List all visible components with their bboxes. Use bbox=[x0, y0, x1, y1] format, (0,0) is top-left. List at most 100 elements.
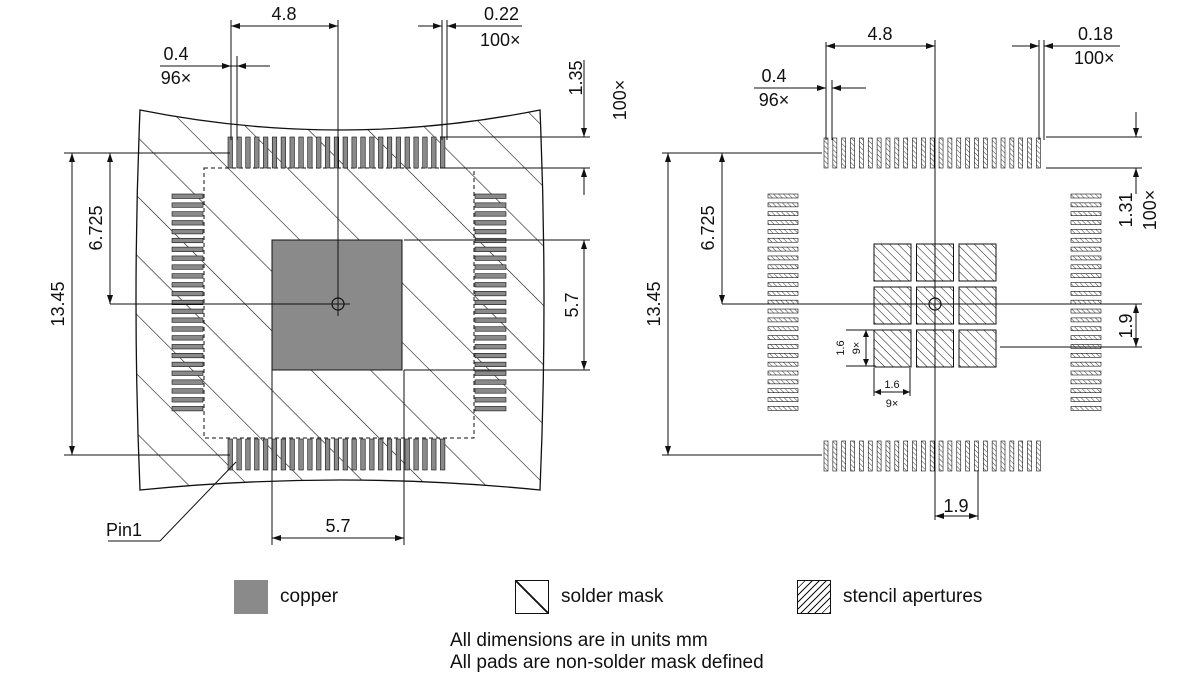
pad bbox=[333, 438, 340, 471]
pad bbox=[289, 136, 295, 169]
stencil-pad bbox=[912, 440, 917, 472]
pad bbox=[474, 397, 507, 403]
pad bbox=[474, 220, 507, 226]
pad bbox=[474, 352, 507, 359]
stencil-pad bbox=[1009, 440, 1015, 472]
dim-pitch: 0.4 bbox=[761, 66, 786, 86]
stencil-pad bbox=[1070, 264, 1102, 270]
stencil-pad bbox=[894, 137, 900, 169]
stencil-pad bbox=[1070, 229, 1102, 234]
stencil-pad bbox=[982, 440, 988, 472]
stencil-pad bbox=[876, 137, 882, 169]
left-view: 4.8 0.22 100× 0.4 96× 1.35 100× 6.725 13… bbox=[48, 4, 630, 545]
dim-pitch: 0.4 bbox=[163, 44, 188, 64]
stencil-pad bbox=[965, 137, 970, 169]
stencil-pad bbox=[1000, 137, 1006, 169]
pad bbox=[360, 136, 366, 169]
stencil-column-left bbox=[767, 193, 799, 411]
solder-mask-swatch bbox=[515, 580, 549, 614]
pad bbox=[271, 136, 278, 169]
stencil-pad bbox=[767, 237, 799, 243]
stencil-pad bbox=[1070, 352, 1102, 358]
pad bbox=[245, 438, 251, 471]
dim-pad-length-count: 100× bbox=[1140, 190, 1160, 231]
pad bbox=[316, 438, 322, 471]
dim-pitch-count: 96× bbox=[161, 68, 192, 88]
legend-stencil-label: stencil apertures bbox=[843, 586, 983, 607]
stencil-aperture bbox=[958, 329, 997, 368]
pad bbox=[422, 438, 428, 471]
stencil-pad bbox=[947, 137, 953, 169]
stencil-pad bbox=[832, 440, 838, 472]
pad bbox=[351, 136, 357, 169]
stencil-pad bbox=[767, 264, 799, 270]
legend-stencil: stencil apertures bbox=[797, 580, 982, 614]
notes: All dimensions are in units mm All pads … bbox=[450, 630, 764, 674]
dim-half-span: 6.725 bbox=[698, 205, 718, 250]
dim-pad-width-count: 100× bbox=[480, 30, 521, 50]
pad bbox=[474, 193, 507, 199]
stencil-pad bbox=[1070, 211, 1102, 216]
pad bbox=[351, 438, 357, 471]
stencil-pad bbox=[767, 361, 799, 367]
pad bbox=[171, 299, 204, 306]
pad bbox=[474, 406, 507, 412]
stencil-pad bbox=[767, 202, 799, 208]
stencil-pad bbox=[974, 137, 979, 169]
thermal-pad-copper bbox=[271, 239, 403, 371]
pad bbox=[413, 438, 419, 471]
stencil-pad bbox=[1070, 344, 1102, 349]
stencil-pad bbox=[767, 397, 799, 402]
stencil-pad bbox=[991, 137, 997, 169]
pad bbox=[440, 438, 446, 471]
pad bbox=[474, 370, 507, 376]
stencil-pad bbox=[1070, 406, 1102, 411]
stencil-pad bbox=[956, 137, 962, 169]
footprint-drawing: 4.8 0.22 100× 0.4 96× 1.35 100× 6.725 13… bbox=[48, 4, 1160, 545]
pad bbox=[171, 282, 204, 288]
pad bbox=[325, 438, 331, 471]
stencil-aperture bbox=[873, 243, 912, 282]
stencil-pad bbox=[1018, 137, 1024, 169]
pad bbox=[431, 438, 437, 471]
legend-copper-label: copper bbox=[280, 586, 339, 607]
pad bbox=[171, 237, 204, 244]
stencil-pad bbox=[823, 440, 829, 472]
stencil-pad bbox=[1070, 273, 1102, 278]
pad bbox=[280, 136, 286, 169]
stencil-pad bbox=[1000, 440, 1006, 472]
note-pads: All pads are non-solder mask defined bbox=[450, 652, 764, 673]
pad bbox=[171, 255, 204, 261]
stencil-pad bbox=[982, 137, 988, 169]
dim-thermal-width: 5.7 bbox=[325, 516, 350, 536]
pad bbox=[386, 438, 393, 471]
right-small-labels: 1.6 9× 1.6 9× bbox=[835, 340, 900, 410]
pad bbox=[474, 211, 507, 217]
stencil-pad bbox=[767, 291, 799, 296]
pad bbox=[171, 273, 204, 279]
stencil-pad bbox=[841, 440, 847, 472]
pad bbox=[413, 136, 419, 169]
dim-pitch-4-8: 4.8 bbox=[271, 4, 296, 24]
dim-aperture-count-h: 9× bbox=[886, 398, 899, 410]
stencil-pad bbox=[1018, 440, 1024, 472]
stencil-pad bbox=[974, 440, 979, 472]
pad bbox=[474, 291, 507, 297]
stencil-pad bbox=[767, 344, 799, 349]
pad bbox=[171, 388, 204, 394]
stencil-pad bbox=[885, 137, 891, 169]
pad bbox=[171, 264, 204, 270]
pad bbox=[474, 273, 507, 279]
stencil-pad bbox=[767, 220, 799, 225]
pad bbox=[316, 136, 322, 169]
stencil-pad bbox=[938, 137, 944, 169]
stencil-pad bbox=[832, 137, 838, 169]
dim-pad-length-count: 100× bbox=[610, 80, 630, 121]
pad bbox=[422, 136, 428, 169]
note-units: All dimensions are in units mm bbox=[450, 630, 708, 651]
pad bbox=[236, 438, 242, 471]
pad bbox=[342, 136, 348, 169]
stencil-pad bbox=[912, 137, 917, 169]
left-arrowheads bbox=[69, 23, 587, 541]
pad bbox=[395, 136, 401, 169]
